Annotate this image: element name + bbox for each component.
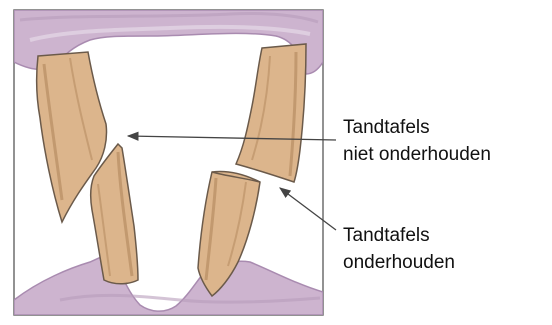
label-unmaintained-line1: Tandtafels: [343, 114, 491, 141]
label-maintained-line2: onderhouden: [343, 249, 455, 276]
label-maintained-incisors: Tandtafels onderhouden: [343, 222, 455, 276]
label-maintained-line1: Tandtafels: [343, 222, 455, 249]
label-unmaintained-line2: niet onderhouden: [343, 141, 491, 168]
label-unmaintained-incisors: Tandtafels niet onderhouden: [343, 114, 491, 168]
